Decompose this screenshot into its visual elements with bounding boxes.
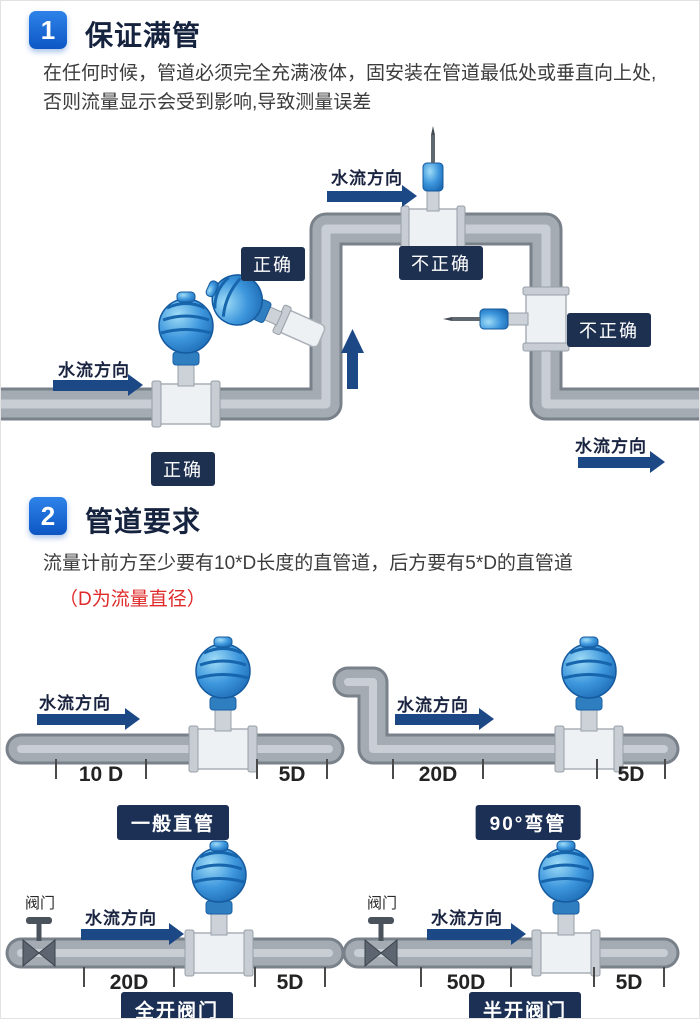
flow-arrow-B-icon <box>395 708 494 730</box>
flow-direction-label-bottom-right: 水流方向 <box>575 437 647 456</box>
caption-D: 半开阀门 <box>468 992 582 1018</box>
flowmeter-D-icon <box>530 839 602 978</box>
flowmeter-C-icon <box>183 839 255 978</box>
flowmeter-B-icon <box>553 635 625 774</box>
up-arrow-icon <box>341 329 364 389</box>
caption-A: 一般直管 <box>116 805 230 840</box>
dim-after-C: 5D <box>276 971 304 994</box>
flowmeter-correct-bend-icon <box>205 274 326 348</box>
section1-title: 保证满管 <box>85 20 202 51</box>
flow-direction-label-B: 水流方向 <box>397 696 469 715</box>
section2-number-badge: 2 <box>29 497 67 535</box>
section2-note: （D为流量直径） <box>59 589 206 610</box>
dim-before-B: 20D <box>418 763 458 786</box>
flow-arrow-bottom-right-icon <box>578 451 665 473</box>
incorrect-badge-right: 不正确 <box>567 313 651 347</box>
dim-before-C: 20D <box>109 971 149 994</box>
correct-badge-bend: 正确 <box>241 247 305 281</box>
flow-arrow-D-icon <box>427 923 526 945</box>
flowmeter-A-icon <box>187 635 259 774</box>
section1-body: 在任何时候，管道必须完全充满液体，固安装在管道最低处或垂直向上处,否则流量显示会… <box>43 63 657 114</box>
flow-direction-label-left: 水流方向 <box>58 361 130 380</box>
valve-label-D: 阀门 <box>367 895 398 912</box>
caption-B: 90°弯管 <box>475 805 581 840</box>
caption-C: 全开阀门 <box>120 992 234 1018</box>
flow-direction-label-A: 水流方向 <box>39 694 111 713</box>
section2-title: 管道要求 <box>85 506 202 537</box>
flow-direction-label-top: 水流方向 <box>331 169 403 188</box>
valve-label-C: 阀门 <box>25 895 56 912</box>
dim-before-A: 10 D <box>78 763 124 786</box>
elbow-pipe-B <box>332 666 680 765</box>
section2-body: 流量计前方至少要有10*D长度的直管道，后方要有5*D的直管道 <box>43 553 573 574</box>
flow-direction-label-C: 水流方向 <box>85 909 157 928</box>
flow-arrow-C-icon <box>81 923 184 945</box>
dim-before-D: 50D <box>446 971 486 994</box>
flow-arrow-left-icon <box>53 374 143 396</box>
flow-arrow-A-icon <box>37 708 140 730</box>
correct-badge-bottom: 正确 <box>151 452 215 486</box>
dim-after-D: 5D <box>615 971 643 994</box>
dim-after-A: 5D <box>278 763 306 786</box>
flow-direction-label-D: 水流方向 <box>431 909 503 928</box>
flowmeter-correct-bottom-icon <box>150 290 222 429</box>
probe-meter-incorrect-right-icon <box>442 286 570 352</box>
section1-number-badge: 1 <box>29 11 67 49</box>
flow-arrow-top-icon <box>327 185 417 207</box>
incorrect-badge-top: 不正确 <box>399 246 483 280</box>
dimension-ticks <box>55 759 666 987</box>
dim-after-B: 5D <box>617 763 645 786</box>
